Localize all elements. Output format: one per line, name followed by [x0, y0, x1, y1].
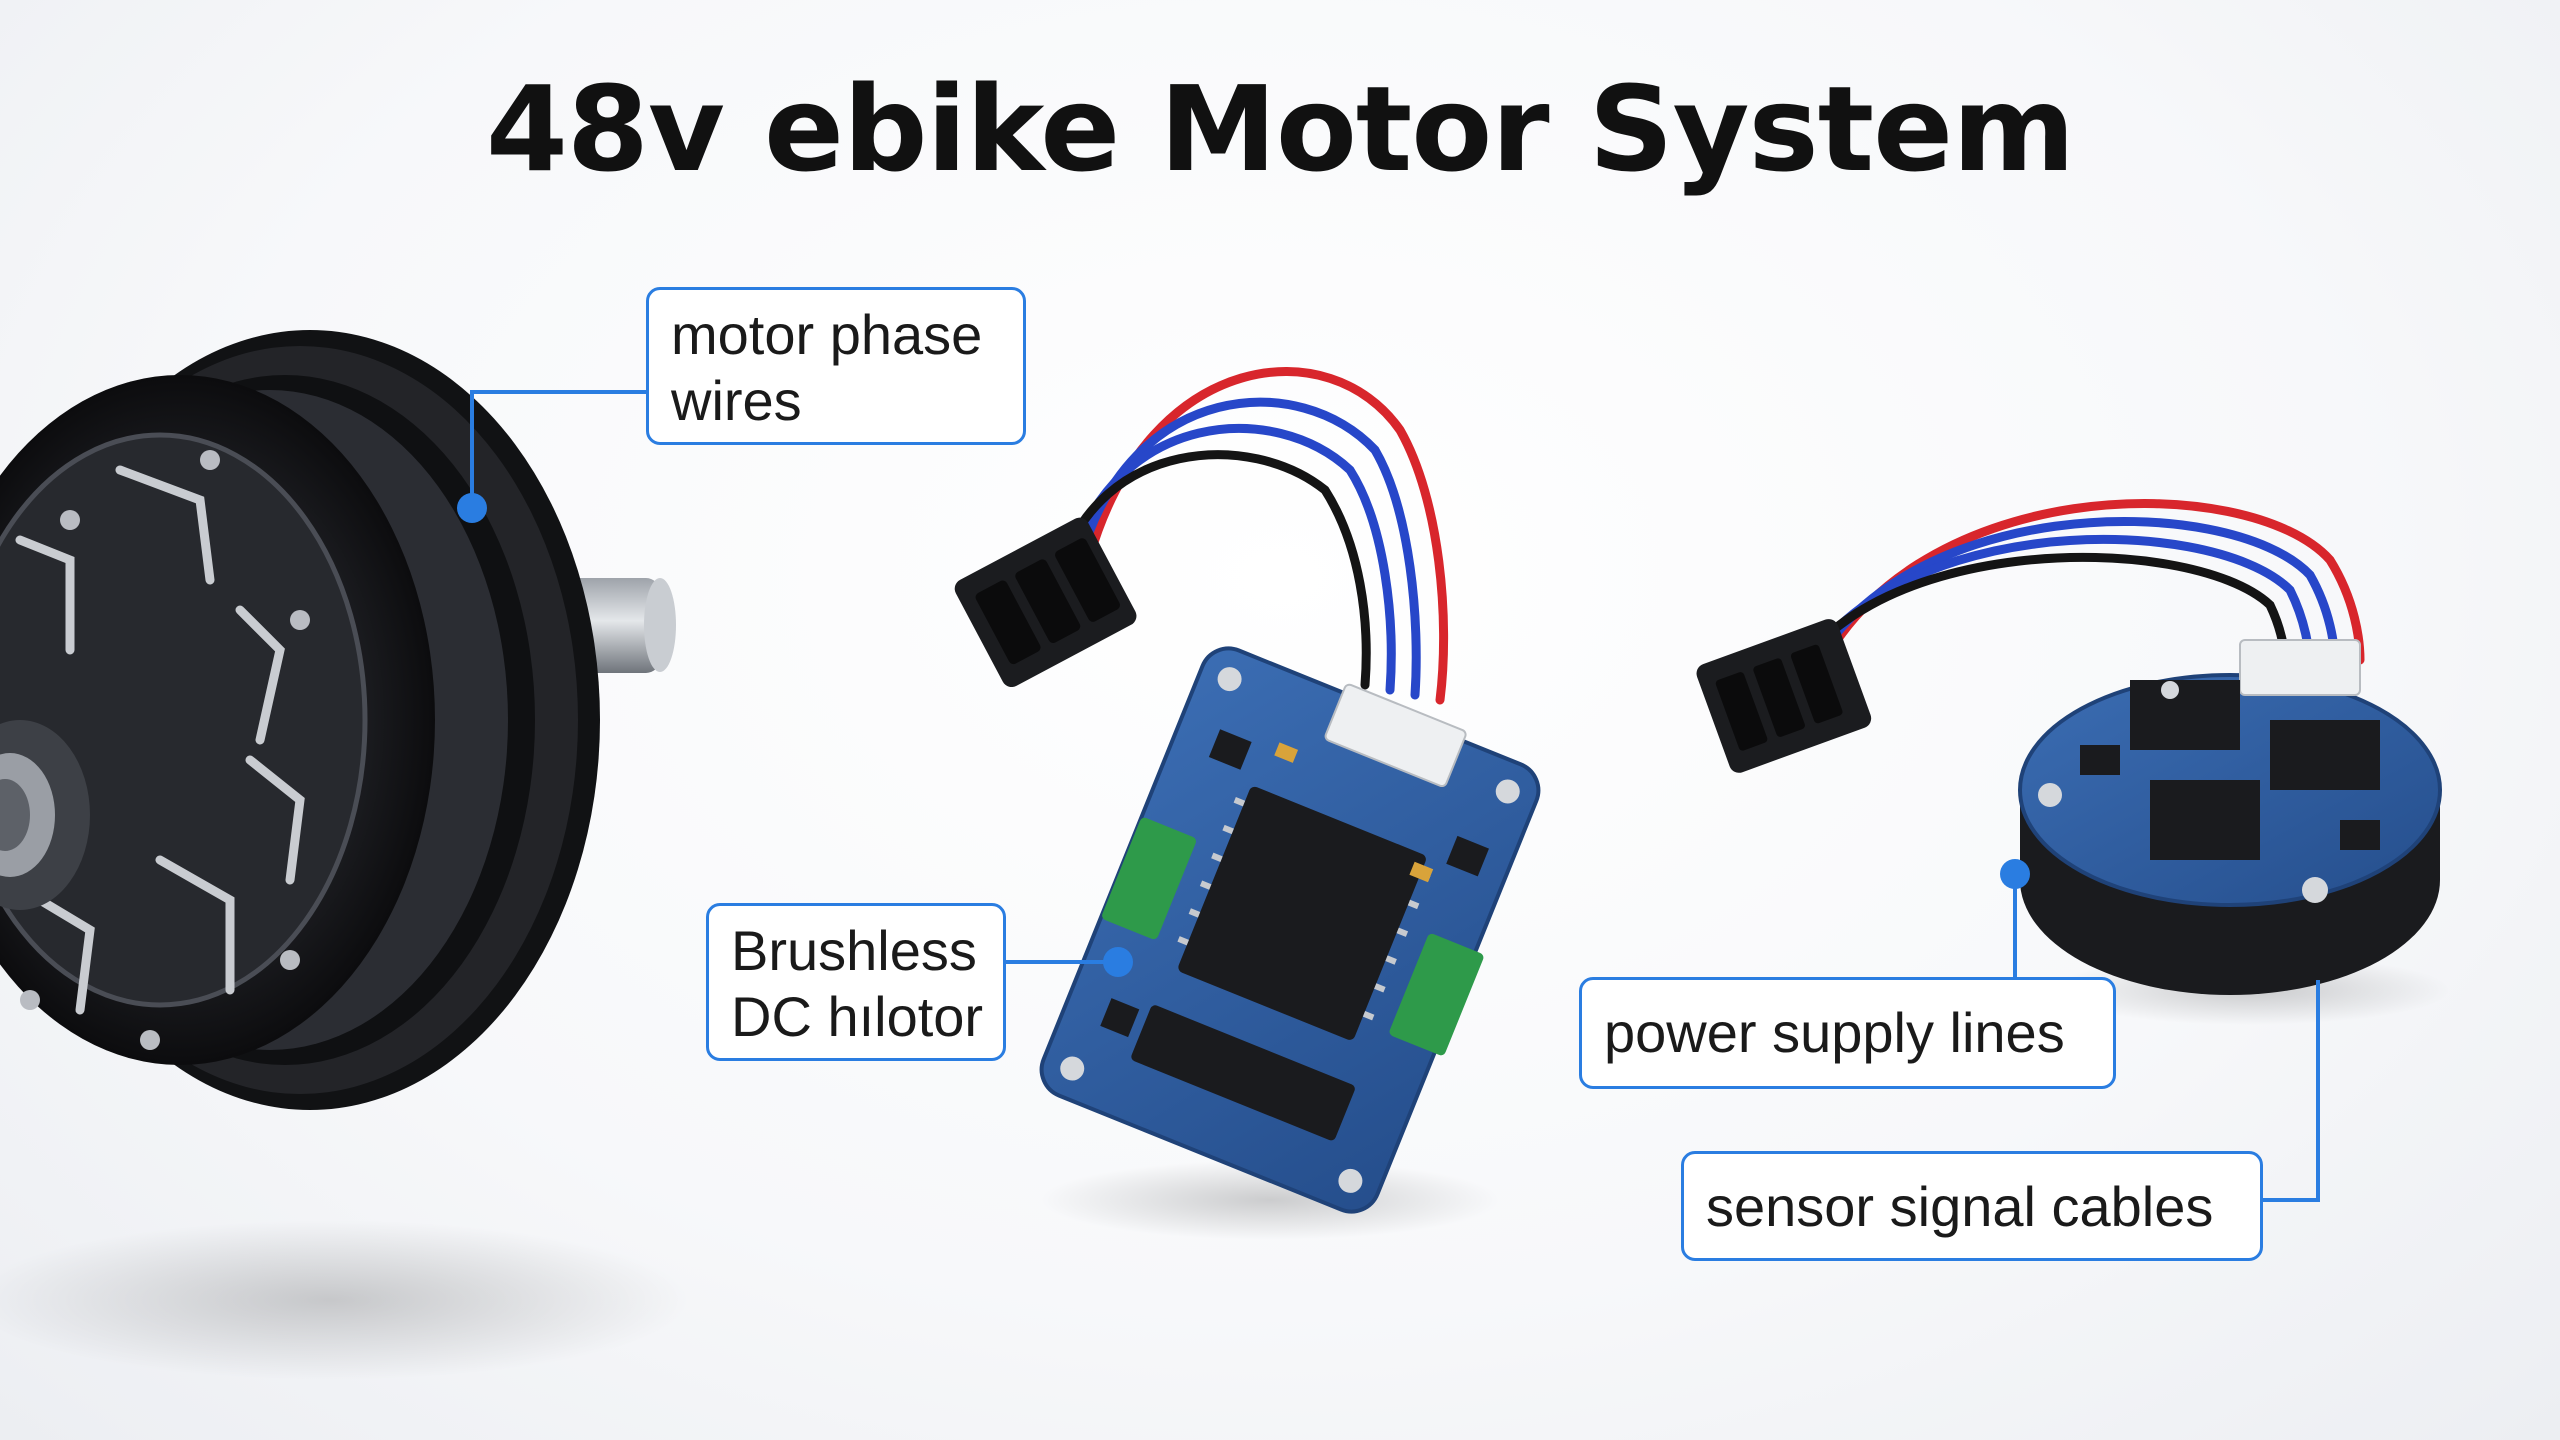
- callout-sensor-signal-cables: sensor signal cables: [1681, 1151, 2263, 1261]
- hub-motor-icon: [0, 330, 690, 1380]
- page-title: 48v ebike Motor System: [485, 60, 2075, 198]
- callout-text: motor phase: [671, 303, 983, 366]
- callout-brushless-dc: Brushless DC hılotor: [706, 903, 1006, 1061]
- sensor-board-icon: [1696, 499, 2450, 1025]
- callout-text: sensor signal cables: [1706, 1175, 2214, 1238]
- callout-power-supply-lines: power supply lines: [1579, 977, 2116, 1089]
- callout-text: wires: [671, 369, 802, 432]
- callout-text: Brushless: [731, 919, 977, 982]
- leader-dots: [457, 493, 2030, 977]
- callout-text: power supply lines: [1604, 1001, 2065, 1064]
- callout-text: DC hılotor: [731, 985, 984, 1048]
- motor-controller-board-icon: [954, 367, 1541, 1240]
- callout-motor-phase-wires: motor phase wires: [646, 287, 1026, 445]
- leader-lines: [470, 390, 2320, 1202]
